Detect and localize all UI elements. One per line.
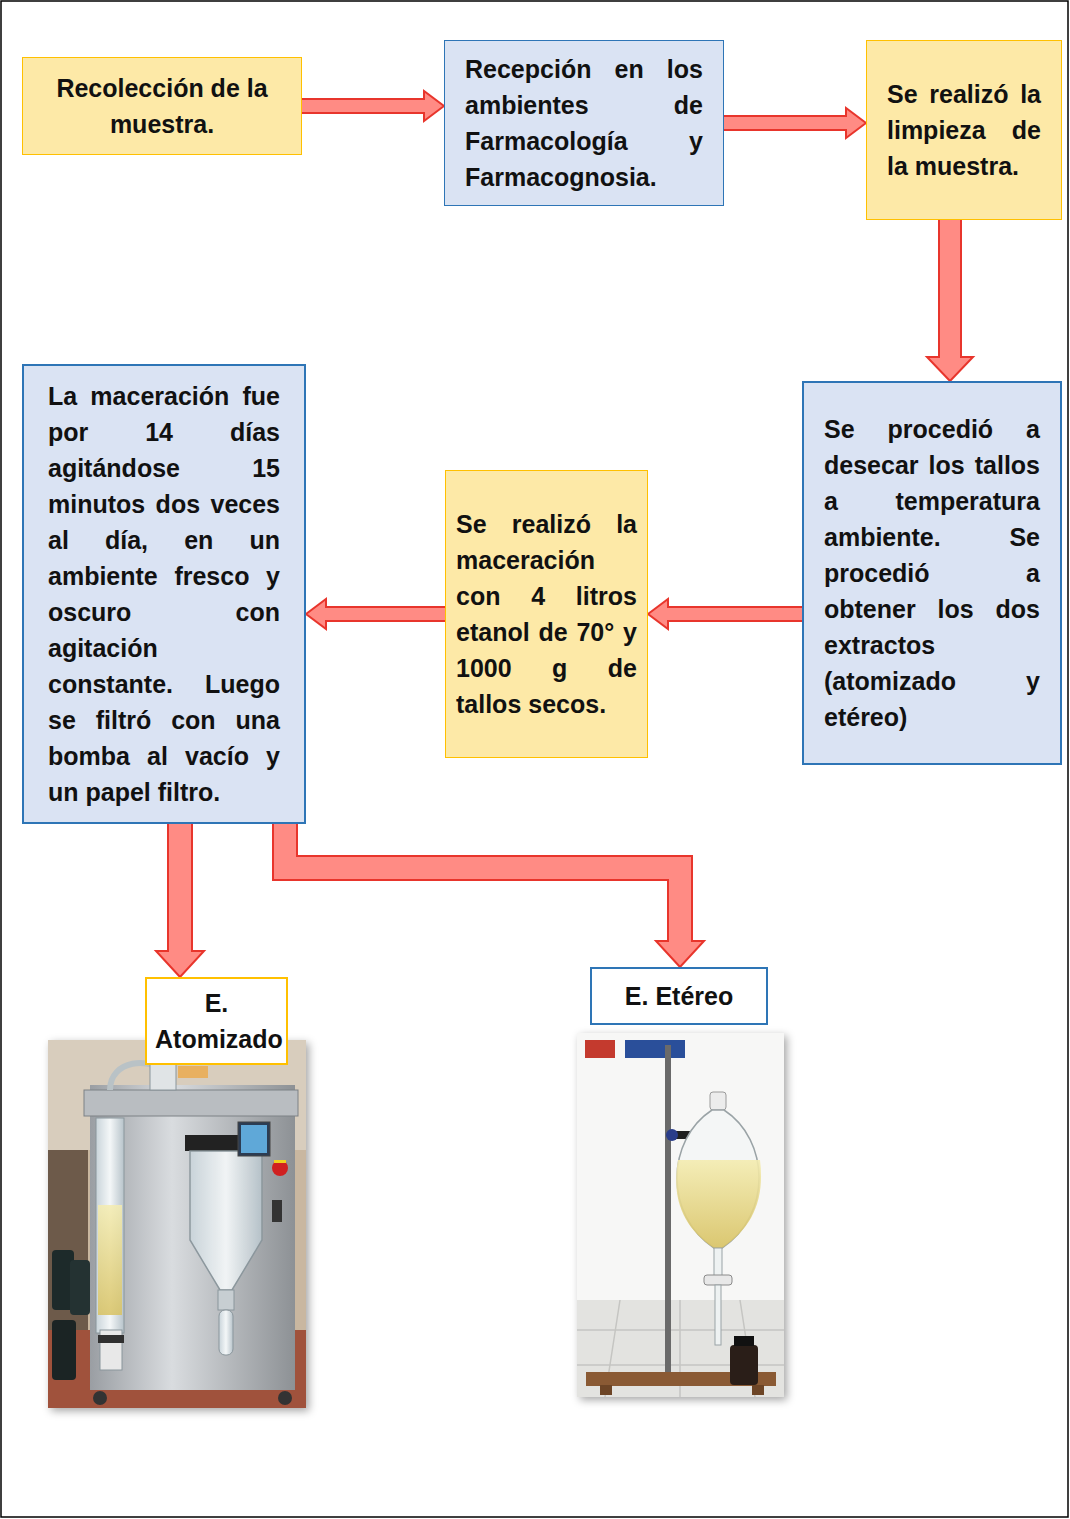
spray-dryer-photo-part — [238, 1122, 270, 1156]
arrow-head — [846, 108, 866, 138]
arrow-outline — [325, 606, 445, 622]
separatory-funnel-photo-part — [600, 1385, 612, 1395]
separatory-funnel-photo-part — [734, 1336, 754, 1346]
spray-dryer-photo-part — [90, 1085, 295, 1390]
spray-dryer-photo-part — [218, 1290, 234, 1310]
arrow-shaft — [667, 608, 802, 620]
spray-dryer-photo-part — [93, 1391, 107, 1405]
separatory-funnel-photo-part — [577, 1300, 784, 1397]
separatory-funnel-photo-part — [585, 1040, 615, 1058]
node-text: Recolección de la muestra. — [35, 70, 289, 142]
spray-dryer-photo-part — [48, 1040, 306, 1408]
flow-arrow — [302, 91, 444, 121]
process-box: Recolección de la muestra. — [22, 57, 302, 155]
process-box: La maceración fue por 14 días agitándose… — [22, 364, 306, 824]
spray-dryer-photo-part — [274, 1160, 286, 1163]
node-text: Se realizó la maceración con 4 litros et… — [456, 506, 637, 722]
extract-label: E. Atomizado — [145, 977, 288, 1065]
arrow-outline — [724, 115, 847, 131]
separatory-funnel-photo — [577, 1033, 784, 1397]
node-text: Se procedió a desecar los tallos a tempe… — [824, 411, 1040, 735]
spray-dryer-photo-part — [272, 1200, 282, 1222]
spray-dryer-photo-part — [190, 1151, 262, 1290]
node-text: Se realizó la limpieza de la muestra. — [887, 76, 1041, 184]
separatory-funnel-photo-part — [704, 1275, 732, 1285]
process-box: Se realizó la maceración con 4 litros et… — [445, 470, 648, 758]
spray-dryer-photo-part — [272, 1160, 288, 1176]
separatory-funnel-photo-part — [710, 1092, 726, 1110]
flow-arrow — [724, 108, 866, 138]
spray-dryer-photo-part — [70, 1260, 90, 1315]
arrow-head — [156, 951, 204, 977]
node-text: E. Etéreo — [600, 978, 758, 1014]
arrow-outline — [667, 606, 802, 622]
separatory-funnel-photo-part — [714, 1248, 722, 1278]
spray-dryer-photo-part — [178, 1066, 208, 1078]
spray-dryer-photo-part — [219, 1310, 233, 1355]
separatory-funnel-photo-part — [666, 1129, 678, 1141]
flow-arrow — [306, 599, 445, 629]
arrow-outline — [285, 824, 680, 942]
extract-label: E. Etéreo — [590, 967, 768, 1025]
arrow-outline — [167, 824, 193, 952]
separatory-funnel-photo-part — [577, 1033, 784, 1303]
process-box: Se procedió a desecar los tallos a tempe… — [802, 381, 1062, 765]
separatory-funnel-photo-part — [577, 1033, 784, 1397]
spray-dryer-photo-part — [52, 1320, 76, 1380]
arrow-head — [424, 91, 444, 121]
flow-arrow — [285, 824, 704, 967]
separatory-funnel-photo-part — [715, 1285, 721, 1345]
arrow-shaft — [169, 824, 191, 952]
arrow-shaft — [302, 100, 425, 112]
arrow-shaft — [940, 220, 960, 358]
arrow-shaft — [325, 608, 445, 620]
node-text: E. Atomizado — [155, 985, 278, 1057]
arrow-head — [306, 599, 326, 629]
separatory-funnel-photo-part — [676, 1160, 761, 1248]
arrow-shaft — [285, 824, 680, 942]
separatory-funnel-photo-part — [752, 1385, 764, 1395]
process-box: Se realizó la limpieza de la muestra. — [866, 40, 1062, 220]
arrow-head — [656, 941, 704, 967]
arrow-outline — [938, 220, 962, 358]
flow-arrow — [927, 220, 973, 381]
node-text: Recepción en los ambientes de Farmacolog… — [465, 51, 703, 195]
separatory-funnel-photo-part — [665, 1045, 671, 1380]
spray-dryer-photo — [48, 1040, 306, 1408]
separatory-funnel-photo-part — [577, 1300, 784, 1397]
spray-dryer-photo-part — [98, 1205, 122, 1315]
arrow-outline — [302, 98, 425, 114]
arrow-head — [927, 357, 973, 381]
spray-dryer-photo-part — [96, 1118, 124, 1333]
spray-dryer-photo-part — [84, 1090, 298, 1116]
arrow-head — [648, 599, 668, 629]
arrow-shaft — [724, 117, 847, 129]
separatory-funnel-photo-part — [730, 1345, 758, 1385]
node-text: La maceración fue por 14 días agitándose… — [48, 378, 280, 810]
process-box: Recepción en los ambientes de Farmacolog… — [444, 40, 724, 206]
spray-dryer-photo-part — [278, 1391, 292, 1405]
spray-dryer-photo-part — [98, 1335, 124, 1343]
separatory-funnel-photo-part — [625, 1040, 685, 1058]
flow-arrow — [156, 824, 204, 977]
spray-dryer-photo-part — [241, 1125, 267, 1153]
flow-arrow — [648, 599, 802, 629]
